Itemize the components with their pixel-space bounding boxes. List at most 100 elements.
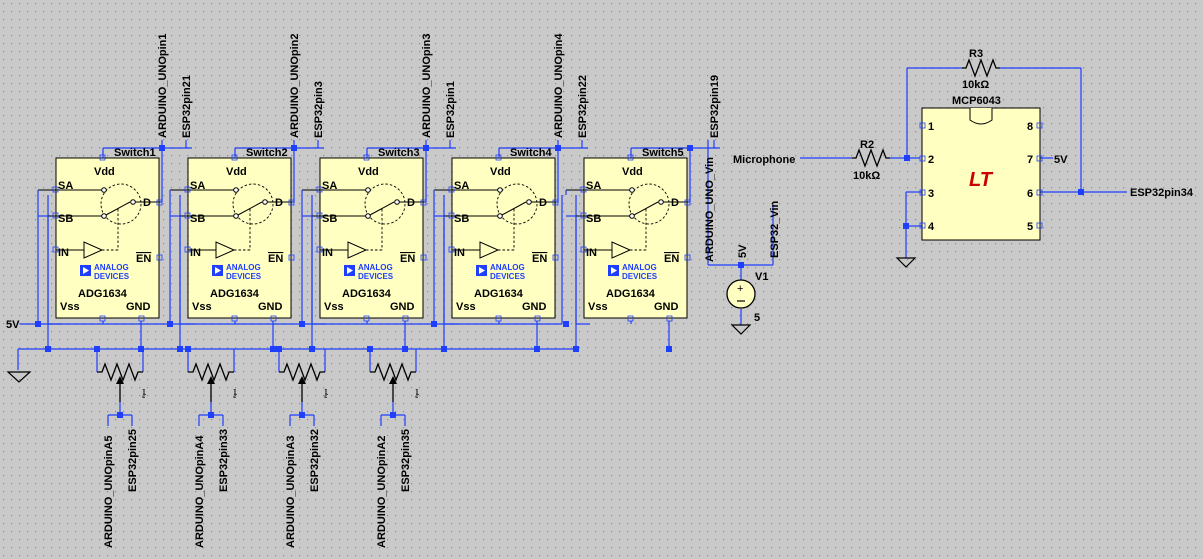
pot-net-label-2: ESP32pin35	[400, 429, 412, 492]
opamp-pin-square	[1036, 189, 1043, 196]
opamp-pin-left-4: 4	[928, 221, 935, 233]
vendor-name-line2: DEVICES	[622, 272, 658, 281]
pot-net-label-1: ARDUINO_UNOpinA2	[376, 436, 388, 548]
vendor-name-line2: DEVICES	[490, 272, 526, 281]
source-name: V1	[755, 271, 768, 283]
part-number: ADG1634	[342, 288, 392, 300]
net-label-top2: ESP32pin1	[445, 81, 457, 138]
r2-value: 10kΩ	[853, 170, 880, 182]
net-label-top2: ESP32pin3	[313, 81, 325, 138]
net-label-top2: ESP32pin21	[181, 75, 193, 138]
pin-label-vdd: Vdd	[490, 166, 511, 178]
resistor-r3	[962, 58, 1000, 78]
pin-label-sb: SB	[58, 213, 73, 225]
r2-name: R2	[860, 139, 874, 151]
pot-net-label-1: ARDUINO_UNOpinA4	[194, 435, 206, 548]
opamp-pin-square	[1036, 122, 1043, 129]
pin-label-d: D	[671, 197, 679, 209]
part-number: ADG1634	[78, 288, 128, 300]
opamp-pin-square	[1036, 222, 1043, 229]
opamp-pin-square	[919, 222, 926, 229]
net-label-top2: ESP32pin19	[709, 75, 721, 138]
pin-label-vss: Vss	[588, 301, 608, 313]
net-label-esp-vin: ESP32_Vin	[769, 200, 781, 258]
opamp-pin-left-2: 2	[928, 154, 934, 166]
part-number: ADG1634	[606, 288, 656, 300]
net-label-esp32pin34: ESP32pin34	[1130, 187, 1194, 199]
opamp-pin-square	[919, 122, 926, 129]
pin-label-vdd: Vdd	[358, 166, 379, 178]
pin-label-sa: SA	[322, 180, 337, 192]
switch-name: Switch3	[378, 147, 420, 159]
pin-label-in: IN	[58, 247, 69, 259]
supply-block: + ARDUINO_UNO_Vin ESP32_Vin 5V V1 5	[704, 140, 781, 335]
pin-label-sb: SB	[454, 213, 469, 225]
opamp-name: MCP6043	[952, 95, 1001, 107]
svg-text:+: +	[737, 283, 743, 295]
opamp-pin-left-3: 3	[928, 188, 934, 200]
pin-label-d: D	[539, 197, 547, 209]
pin-label-sb: SB	[322, 213, 337, 225]
pin-label-gnd: GND	[126, 301, 151, 313]
pot-net-label-2: ESP32pin25	[127, 429, 139, 492]
source-top-label: 5V	[737, 244, 749, 258]
vendor-name-line1: ANALOG	[490, 263, 525, 272]
ground-symbol	[730, 324, 752, 335]
vendor-name-line1: ANALOG	[94, 263, 129, 272]
part-number: ADG1634	[210, 288, 260, 300]
pin-label-d: D	[143, 197, 151, 209]
pin-label-d: D	[275, 197, 283, 209]
pin-label-gnd: GND	[654, 301, 679, 313]
pin-label-d: D	[407, 197, 415, 209]
lt-logo: LT	[969, 169, 994, 191]
net-label-uno-vin: ARDUINO_UNO_Vin	[704, 157, 716, 262]
pin-label-in: IN	[586, 247, 597, 259]
pin-label-vss: Vss	[456, 301, 476, 313]
net-label-microphone: Microphone	[733, 154, 795, 166]
opamp-pin-right-8: 8	[1027, 121, 1033, 133]
pot-net-label-1: ARDUINO_UNOpinA3	[285, 436, 297, 548]
vendor-name-line1: ANALOG	[358, 263, 393, 272]
pin-label-vss: Vss	[60, 301, 80, 313]
pot-net-label-2: ESP32pin32	[309, 429, 321, 492]
switch-name: Switch4	[510, 147, 552, 159]
pin-label-gnd: GND	[258, 301, 283, 313]
switch-name: Switch2	[246, 147, 288, 159]
opamp-pin-right-5: 5	[1027, 221, 1033, 233]
pin-label-en: EN	[664, 253, 679, 265]
net-label-top1: ARDUINO_UNOpin4	[553, 33, 565, 138]
pin-label-sb: SB	[586, 213, 601, 225]
rail-5v-label: 5V	[6, 319, 20, 331]
pin-label-gnd: GND	[522, 301, 547, 313]
pin-label-vdd: Vdd	[94, 166, 115, 178]
vendor-name-line2: DEVICES	[226, 272, 262, 281]
pin-label-sb: SB	[190, 213, 205, 225]
part-number: ADG1634	[474, 288, 524, 300]
potentiometer-4: ARDUINO_UNOpinA2 ESP32pin35	[367, 346, 420, 548]
resistor-r2	[852, 148, 890, 168]
vendor-name-line1: ANALOG	[622, 263, 657, 272]
switch-name: Switch1	[114, 147, 156, 159]
opamp-body	[921, 107, 1041, 241]
net-label-top1: ARDUINO_UNOpin1	[157, 33, 169, 138]
pin-label-in: IN	[322, 247, 333, 259]
net-label-top1: ARDUINO_UNOpin3	[421, 33, 433, 138]
pin-label-in: IN	[190, 247, 201, 259]
net-label-opamp-5v: 5V	[1054, 154, 1068, 166]
pin-label-gnd: GND	[390, 301, 415, 313]
opamp-pin-right-7: 7	[1027, 154, 1033, 166]
vendor-name-line1: ANALOG	[226, 263, 261, 272]
r3-name: R3	[969, 48, 983, 60]
pin-label-vss: Vss	[192, 301, 212, 313]
pin-label-sa: SA	[190, 180, 205, 192]
